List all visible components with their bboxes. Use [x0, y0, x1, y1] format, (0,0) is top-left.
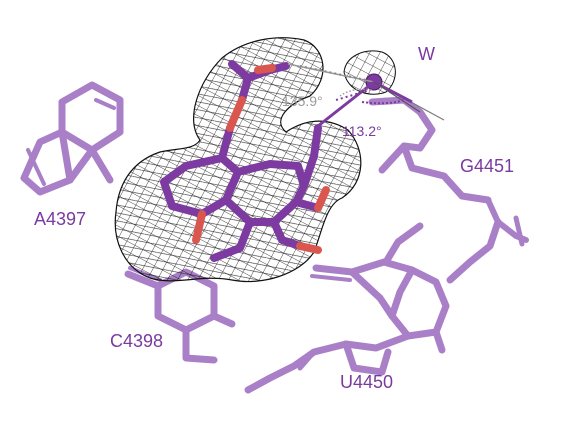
label-water: W [418, 44, 435, 64]
label-c4398: C4398 [110, 331, 163, 351]
residue-g4451 [368, 96, 529, 284]
label-u4450: U4450 [340, 372, 393, 392]
residue-a4397 [20, 81, 124, 196]
residue-u4450 [244, 222, 450, 394]
label-angle-1: 135.9° [282, 93, 323, 109]
label-a4397: A4397 [34, 209, 86, 229]
ligand [160, 60, 330, 262]
label-g4451: G4451 [460, 156, 514, 176]
hbond-lines [287, 63, 445, 128]
density-mesh [114, 37, 396, 283]
label-angle-2: 113.2° [342, 123, 382, 139]
